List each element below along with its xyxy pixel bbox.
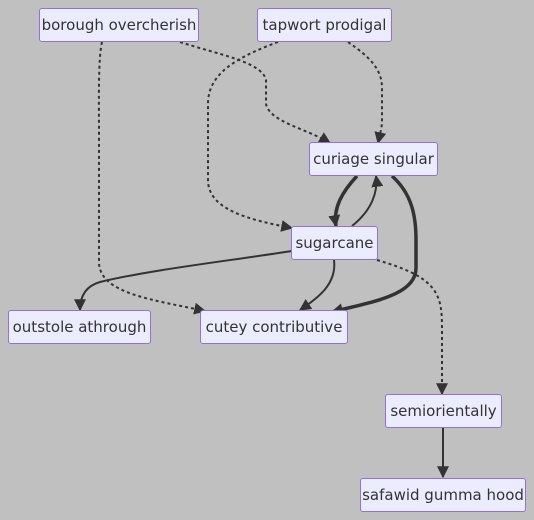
edge-sugarcane-to-semiorientally <box>376 259 448 396</box>
node-sugarcane[interactable]: sugarcane <box>291 226 378 260</box>
node-cutey-contributive[interactable]: cutey contributive <box>200 310 348 344</box>
edge-borough-to-cutey <box>97 41 207 315</box>
node-label: sugarcane <box>295 234 374 252</box>
node-label: tapwort prodigal <box>262 16 387 34</box>
edge-sugarcane-to-curiage <box>351 174 384 227</box>
edge-tapwort-to-sugarcane <box>207 41 294 232</box>
node-tapwort-prodigal[interactable]: tapwort prodigal <box>257 8 392 42</box>
node-label: curiage singular <box>313 150 434 168</box>
node-semiorientally[interactable]: semiorientally <box>385 394 502 428</box>
node-safawid-gumma-hood[interactable]: safawid gumma hood <box>360 478 526 512</box>
edge-curiage-to-cutey <box>330 174 418 316</box>
edge-curiage-to-sugarcane <box>328 174 359 228</box>
node-curiage-singular[interactable]: curiage singular <box>309 142 438 176</box>
edge-sugarcane-to-cutey <box>299 259 336 311</box>
node-label: outstole athrough <box>12 318 147 336</box>
node-label: cutey contributive <box>205 318 343 336</box>
node-label: borough overcherish <box>41 16 197 34</box>
node-outstole-athrough[interactable]: outstole athrough <box>8 310 151 344</box>
node-label: safawid gumma hood <box>362 486 524 504</box>
edge-sugarcane-to-outstole <box>74 250 293 312</box>
node-label: semiorientally <box>390 402 497 420</box>
node-borough-overcherish[interactable]: borough overcherish <box>39 8 199 42</box>
edge-tapwort-to-curiage <box>347 41 387 145</box>
edge-borough-to-curiage <box>179 41 332 144</box>
